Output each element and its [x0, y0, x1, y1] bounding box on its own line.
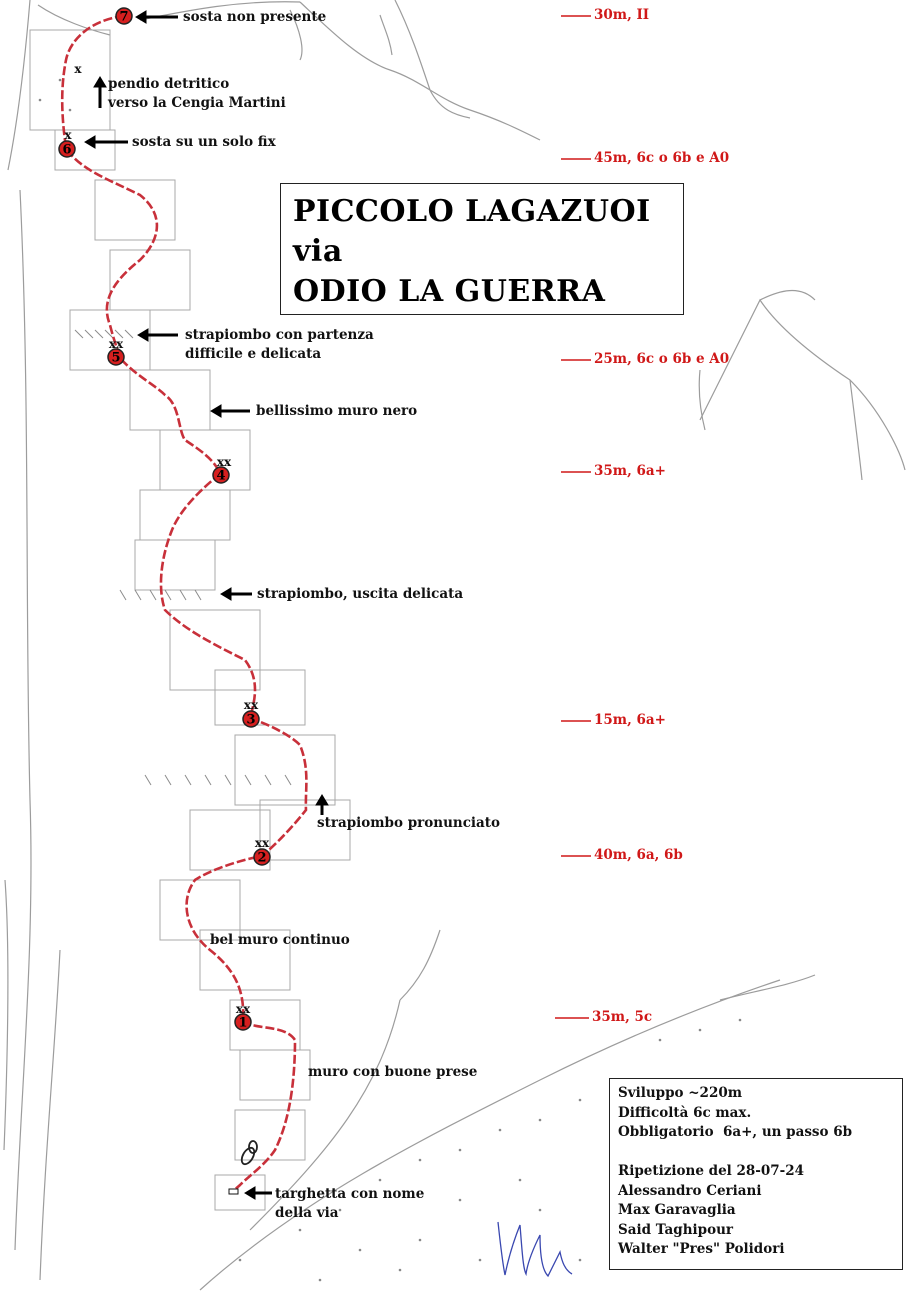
arrow-left-icon [220, 587, 252, 601]
pitch-grade-5: 25m, 6c o 6b e A0 [594, 351, 730, 367]
note-buone-prese: muro con buone prese [308, 1064, 478, 1080]
svg-text:1: 1 [238, 1016, 247, 1031]
arrow-icons [84, 10, 329, 1200]
pitch-grade-2: 40m, 6a, 6b [594, 847, 683, 863]
arrow-left-icon [135, 10, 178, 24]
belay-1: xx 1 [234, 1002, 252, 1031]
note-sosta-fix: sosta su un solo fix [132, 134, 276, 150]
note-uscita-delicata: strapiombo, uscita delicata [257, 586, 464, 602]
info-climber-4: Walter "Pres" Polidori [618, 1241, 785, 1257]
info-ripetizione: Ripetizione del 28-07-24 [618, 1163, 805, 1179]
info-climber-1: Alessandro Ceriani [618, 1182, 762, 1199]
note-muro-continuo: bel muro continuo [210, 932, 350, 948]
svg-text:xx: xx [236, 1002, 251, 1016]
svg-text:4: 4 [216, 469, 225, 484]
signature [497, 1221, 573, 1278]
info-spacer [618, 1143, 902, 1163]
note-strapiombo-pronunciato: strapiombo pronunciato [317, 815, 501, 831]
title-route-name: ODIO LA GUERRA [293, 274, 606, 309]
belay-3: xx 3 [242, 698, 260, 728]
route-plaque-icon [228, 1188, 239, 1195]
arrow-up-icon [315, 794, 329, 815]
info-climber-2: Max Garavaglia [618, 1202, 736, 1218]
svg-text:6: 6 [62, 143, 71, 158]
arrow-left-icon [137, 328, 178, 342]
arrow-up-icon [93, 76, 107, 108]
svg-text:3: 3 [246, 713, 255, 728]
pitch-grade-6: 45m, 6c o 6b e A0 [594, 150, 730, 166]
scree-dots [38, 78, 742, 1282]
belay-6: x 6 [58, 128, 76, 158]
pitch-grade-4: 35m, 6a+ [594, 463, 666, 479]
arrow-left-icon [244, 1186, 272, 1200]
detritus-bolt-mark: x [74, 62, 82, 76]
pitch-grade-3: 15m, 6a+ [594, 712, 666, 728]
belay-2: xx 2 [253, 836, 271, 866]
note-strapiombo-partenza: strapiombo con partenza [185, 327, 374, 343]
svg-text:5: 5 [111, 351, 120, 366]
svg-text:xx: xx [109, 337, 124, 351]
info-difficolta: Difficoltà 6c max. [618, 1104, 752, 1121]
route-title-box: PICCOLO LAGAZUOI via ODIO LA GUERRA [280, 183, 684, 315]
arrow-left-icon [84, 135, 128, 149]
note-della-via: della via [275, 1205, 339, 1221]
pitch-grade-1: 35m, 5c [592, 1009, 653, 1025]
note-pendio-detritico: pendio detritico [108, 76, 230, 92]
route-info-box: Sviluppo ~220m Difficoltà 6c max. Obblig… [609, 1078, 903, 1270]
pitch-grade-7: 30m, II [594, 7, 650, 23]
route-line [60, 14, 308, 1193]
svg-text:7: 7 [119, 10, 128, 25]
title-via: via [293, 234, 343, 269]
overhang-hatches [74, 329, 292, 786]
note-sosta-non-presente: sosta non presente [183, 9, 327, 25]
svg-text:x: x [64, 128, 72, 142]
belay-7: 7 [115, 7, 133, 25]
arrow-left-icon [210, 404, 250, 418]
belay-5: xx 5 [107, 337, 125, 366]
grade-ticks [555, 15, 591, 1019]
note-targhetta: targhetta con nome [275, 1186, 425, 1202]
note-difficile-delicata: difficile e delicata [185, 346, 322, 362]
svg-text:xx: xx [244, 698, 259, 712]
info-climber-3: Said Taghipour [618, 1221, 734, 1238]
rock-outline-sketch [3, 0, 906, 1291]
note-muro-nero: bellissimo muro nero [256, 403, 418, 419]
svg-text:xx: xx [255, 836, 270, 850]
rope-coil-icon [240, 1140, 258, 1166]
note-cengia-martini: verso la Cengia Martini [108, 95, 286, 111]
info-sviluppo: Sviluppo ~220m [618, 1085, 743, 1101]
svg-text:xx: xx [217, 455, 232, 469]
svg-text:2: 2 [257, 851, 266, 866]
info-obbligatorio: Obbligatorio 6a+, un passo 6b [618, 1124, 853, 1140]
belay-4: xx 4 [212, 455, 232, 484]
title-mountain: PICCOLO LAGAZUOI [293, 194, 651, 229]
